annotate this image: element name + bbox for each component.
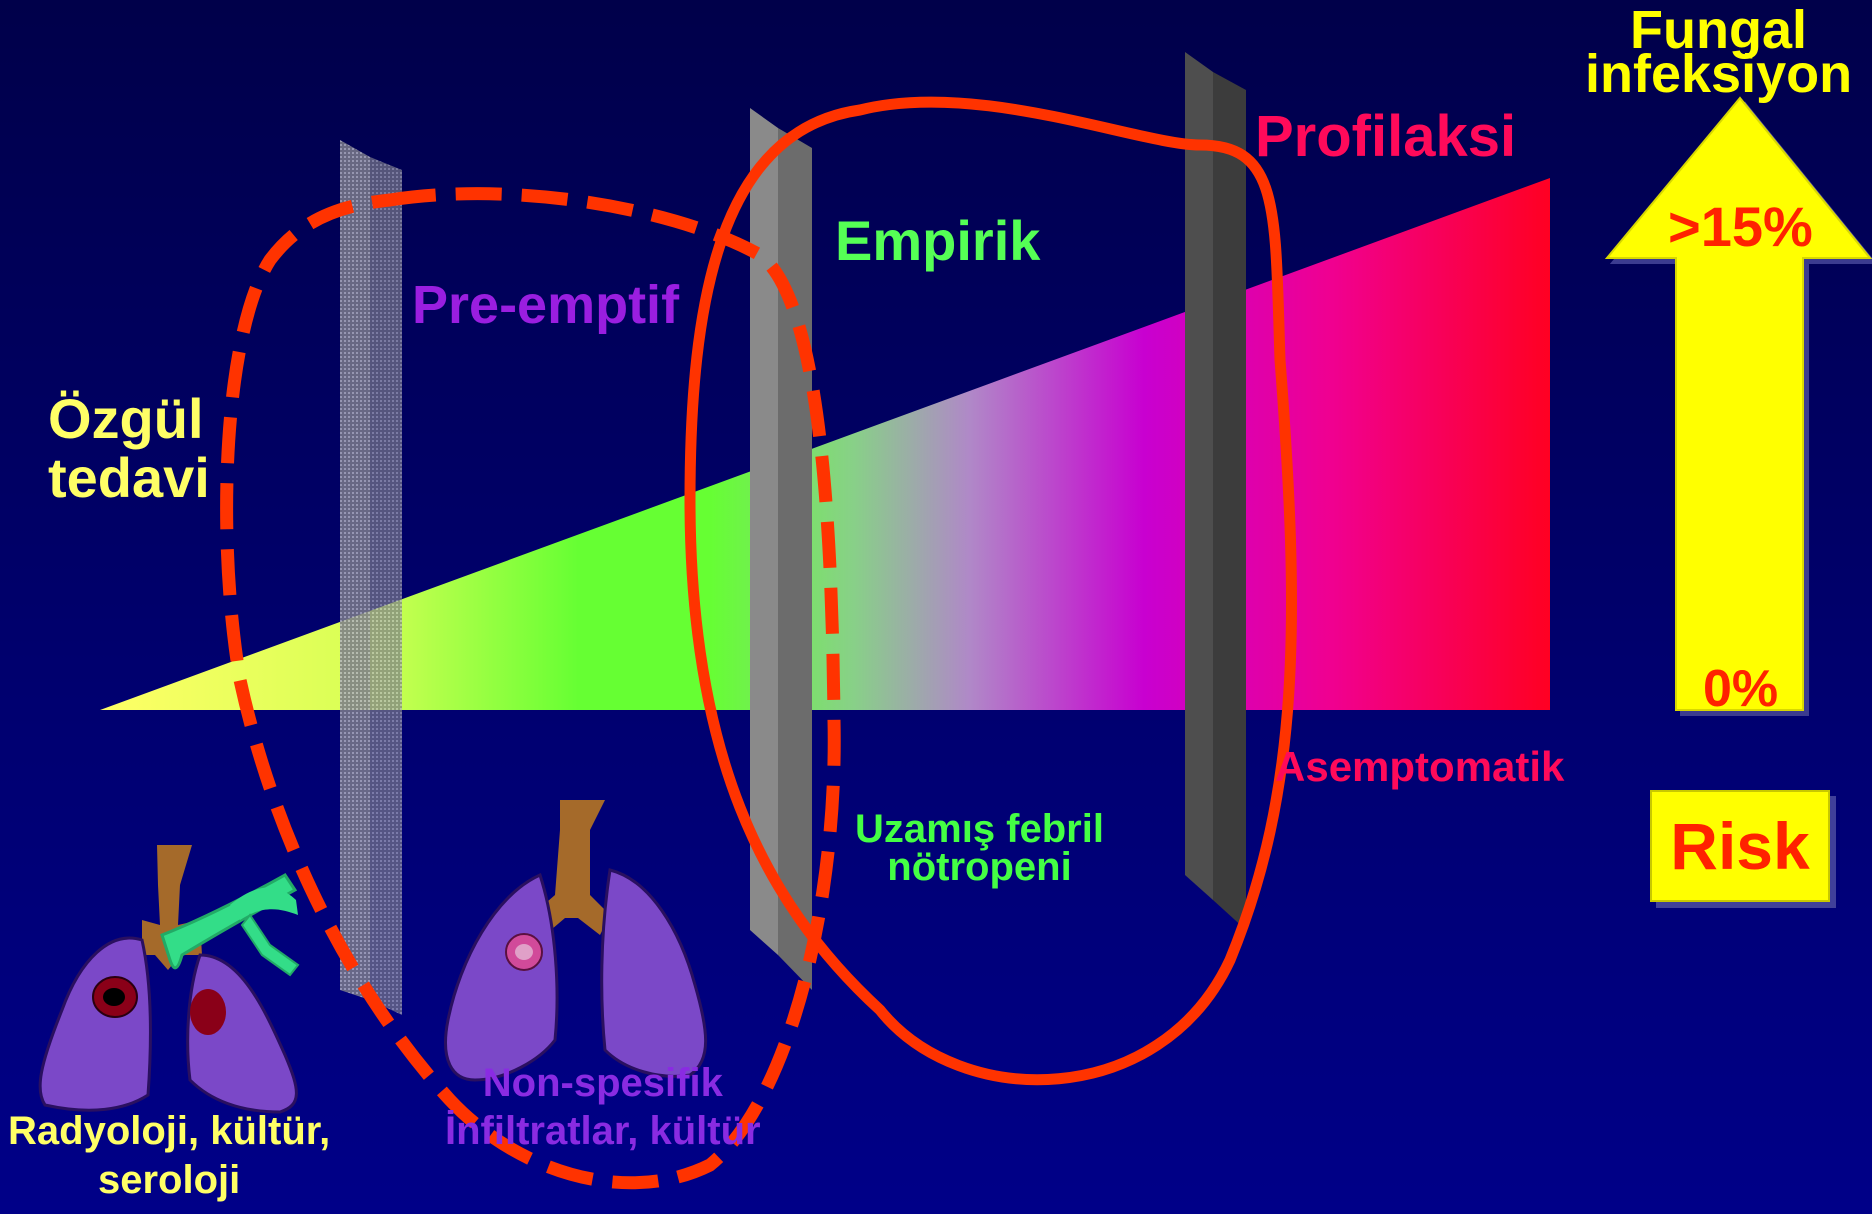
- risk-high-percent: >15%: [1668, 198, 1813, 257]
- specific-treatment-line1: Özgül: [48, 390, 210, 449]
- prolonged-febrile-line2: nötropeni: [855, 848, 1104, 886]
- risk-label: Risk: [1670, 808, 1809, 884]
- separator-plane-3: [1185, 52, 1246, 930]
- radiology-culture-serology-label: Radyoloji, kültür, seroloji: [8, 1107, 330, 1205]
- fungal-infection-heading: Fungal infeksiyon: [1585, 8, 1852, 97]
- risk-up-arrow-icon: [1607, 98, 1870, 710]
- prolonged-febrile-neutropenia-label: Uzamış febril nötropeni: [855, 810, 1104, 886]
- empirical-label: Empirik: [835, 212, 1040, 271]
- separator-plane-1: [340, 140, 402, 1015]
- middle-lungs-with-lesion-icon: [446, 800, 706, 1080]
- left-lungs-with-lesions-icon: [40, 845, 298, 1112]
- risk-box: Risk: [1650, 790, 1830, 902]
- radiology-line1: Radyoloji, kültür,: [8, 1107, 330, 1156]
- risk-gradient-wedge: [100, 178, 1550, 710]
- risk-low-percent: 0%: [1703, 662, 1778, 717]
- nonspecific-infiltrates-label: Non-spesifik İnfiltratlar, kültür: [445, 1059, 761, 1155]
- nonspecific-line1: Non-spesifik: [445, 1059, 761, 1107]
- prophylaxis-label: Profilaksi: [1255, 107, 1516, 168]
- prolonged-febrile-line1: Uzamış febril: [855, 810, 1104, 848]
- specific-treatment-label: Özgül tedavi: [48, 390, 210, 508]
- asymptomatic-label: Asemptomatik: [1275, 745, 1564, 789]
- radiology-line2: seroloji: [8, 1156, 330, 1205]
- preemptive-label: Pre-emptif: [412, 277, 679, 334]
- specific-treatment-line2: tedavi: [48, 449, 210, 508]
- fungal-heading-line2: infeksiyon: [1585, 52, 1852, 96]
- nonspecific-line2: İnfiltratlar, kültür: [445, 1107, 761, 1155]
